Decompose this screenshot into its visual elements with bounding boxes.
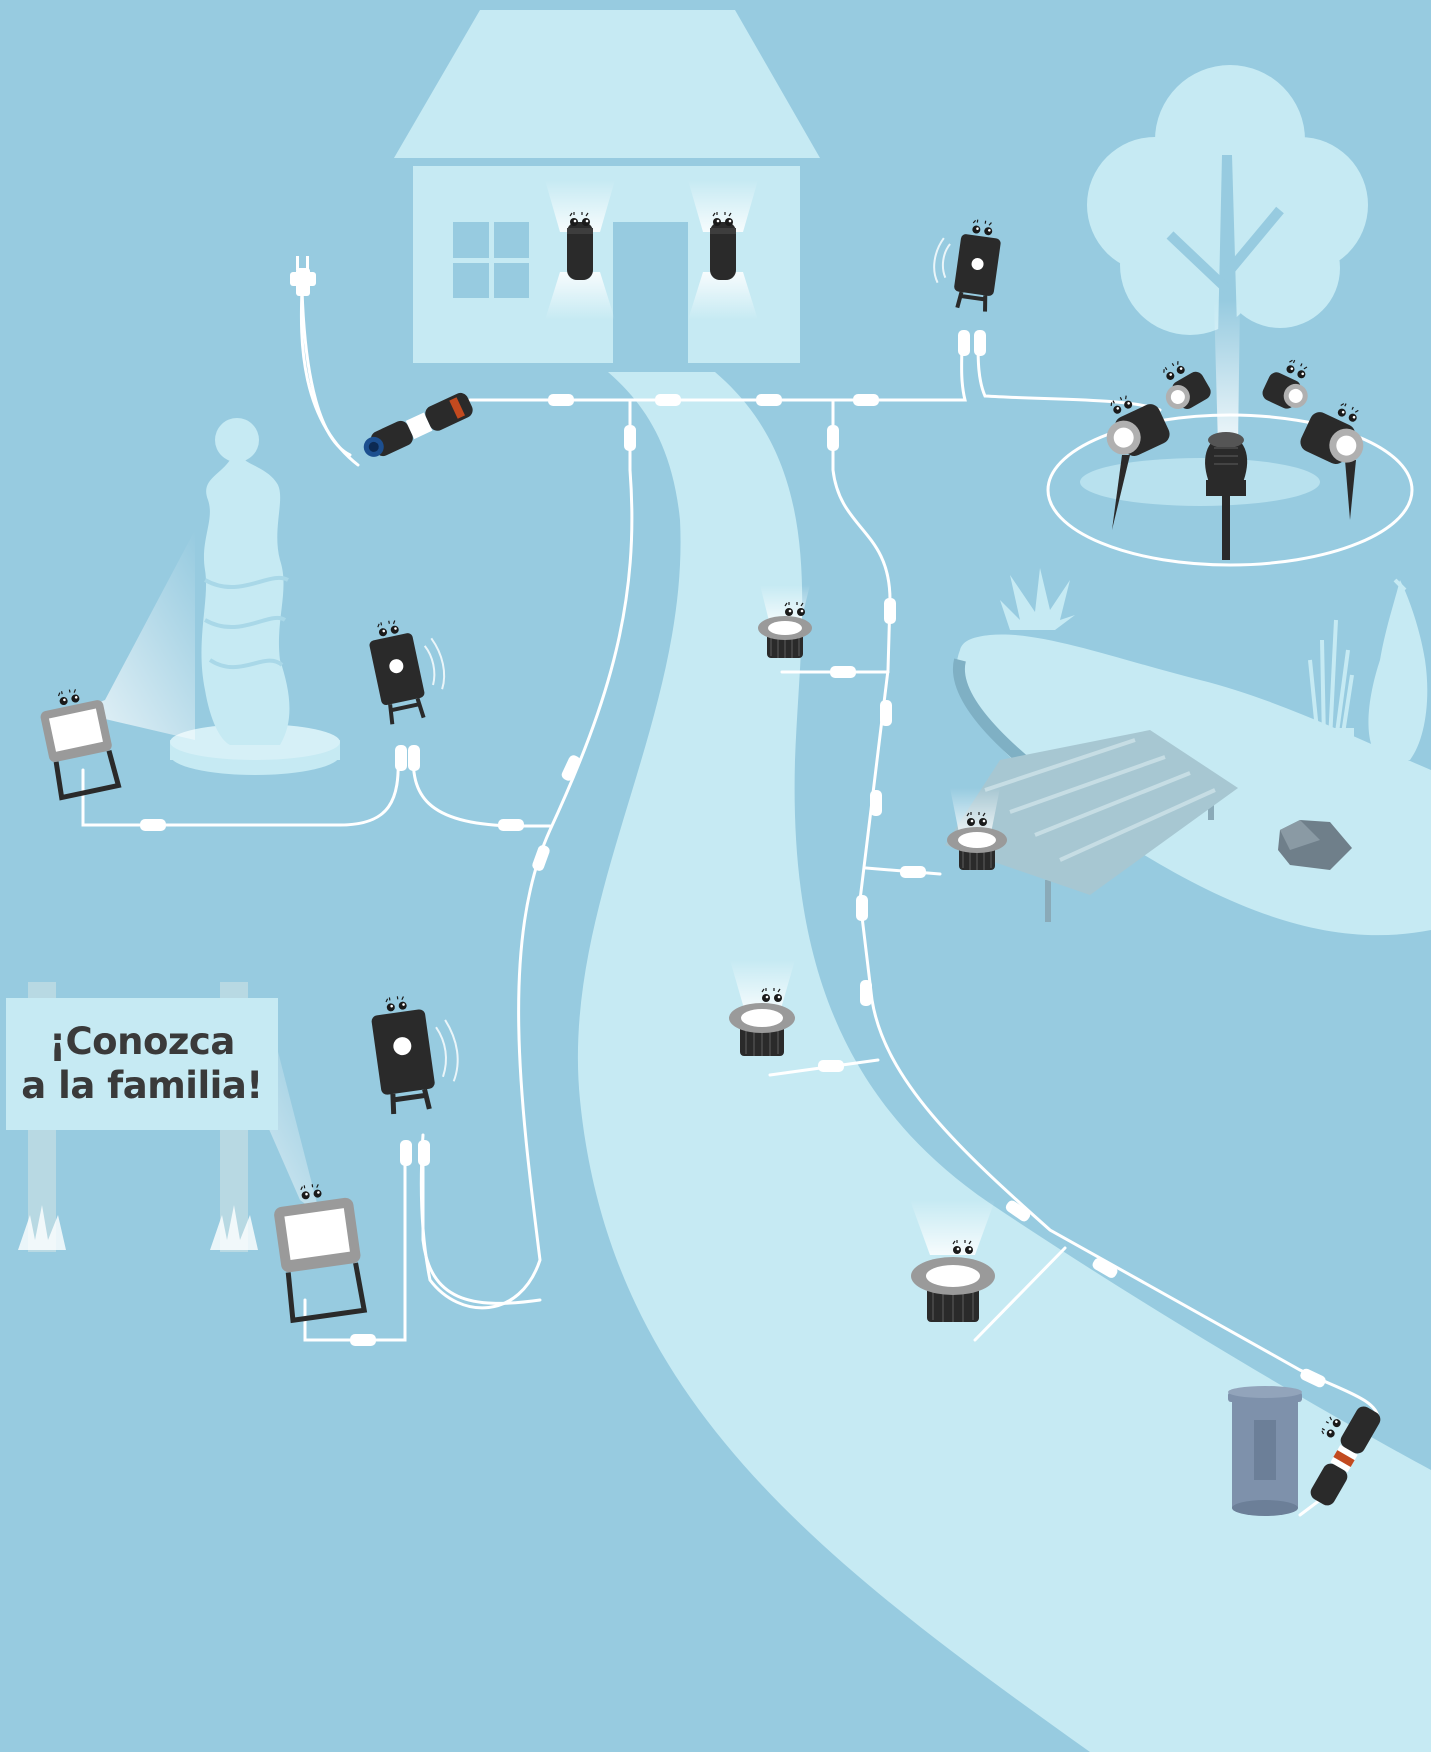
sign-line-2: a la familia!	[21, 1064, 262, 1108]
wall-light-icon	[710, 212, 736, 280]
spike-spotlight-icon	[1297, 393, 1378, 520]
spike-spotlight-icon	[1151, 353, 1213, 417]
motion-sensor-icon	[369, 989, 465, 1115]
sign-line-1: ¡Conozca	[21, 1020, 262, 1064]
connector-icon	[359, 390, 475, 463]
spike-spotlight-icon	[1092, 385, 1173, 530]
statue-icon	[170, 418, 340, 775]
spike-spotlight-icon	[1260, 353, 1320, 415]
spike-spotlight-icon	[1205, 432, 1247, 560]
plug-icon	[290, 256, 316, 296]
motion-sensor-icon	[929, 214, 1004, 312]
grass-icon	[1000, 568, 1075, 630]
window-icon	[453, 222, 529, 298]
sign-text: ¡Conozca a la familia!	[21, 1020, 262, 1109]
motion-sensor-icon	[365, 612, 453, 726]
welcome-sign: ¡Conozca a la familia!	[6, 998, 278, 1130]
garden-path	[578, 372, 1431, 1752]
grass-icon	[1310, 620, 1352, 742]
waste-bin-icon	[1228, 1386, 1302, 1516]
shrub-icon	[1368, 580, 1427, 760]
wall-light-icon	[567, 212, 593, 280]
floodlight-icon	[271, 1179, 369, 1321]
